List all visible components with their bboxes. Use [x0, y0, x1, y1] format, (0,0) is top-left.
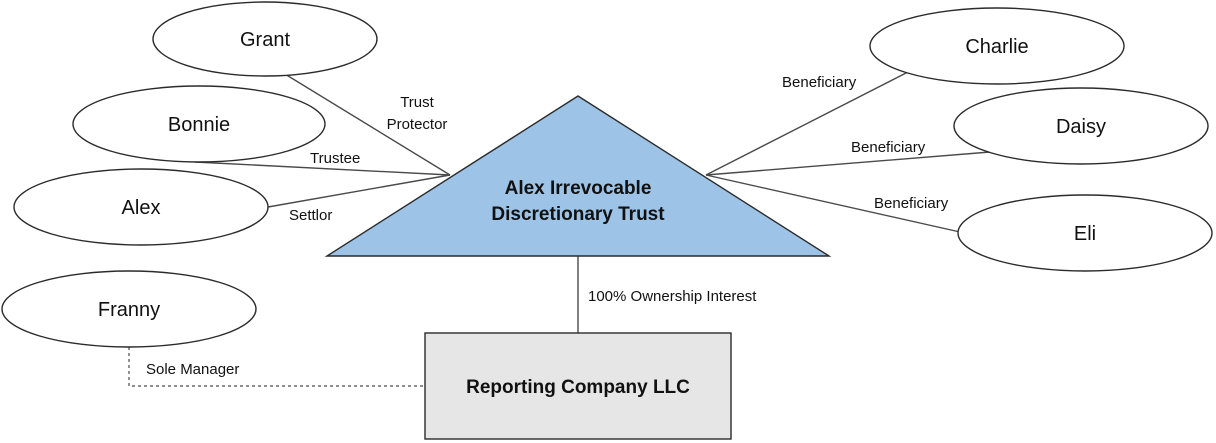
label-charlie: Charlie — [965, 36, 1028, 58]
label-daisy: Daisy — [1056, 116, 1106, 138]
relationship-label-bonnie: Trustee — [310, 150, 360, 167]
trust-label-line1: Alex Irrevocable — [505, 178, 652, 199]
company-rect — [424, 332, 732, 440]
person-eli: Eli — [957, 194, 1213, 272]
trust-triangle — [324, 95, 832, 257]
ellipse-franny — [1, 270, 257, 348]
person-alex: Alex — [13, 168, 269, 246]
ellipse-grant — [152, 1, 378, 77]
relationship-label-charlie: Beneficiary — [782, 74, 857, 91]
person-charlie: Charlie — [869, 7, 1125, 85]
company-label: Reporting Company LLC — [466, 377, 690, 398]
edge-bonnie-trust — [194, 161, 451, 176]
edge-franny-company — [128, 347, 425, 387]
ellipse-alex — [13, 168, 269, 246]
edge-eli-trust — [705, 174, 961, 233]
label-grant: Grant — [240, 29, 290, 51]
person-franny: Franny — [1, 270, 257, 348]
relationship-label-grant-line1: Trust — [400, 94, 434, 111]
trust-label-line2: Discretionary Trust — [491, 204, 665, 225]
ellipse-bonnie — [72, 85, 326, 163]
ellipse-daisy — [953, 87, 1209, 165]
person-grant: Grant — [152, 1, 378, 77]
edge-grant-trust — [279, 70, 451, 176]
person-bonnie: Bonnie — [72, 85, 326, 163]
edge-charlie-trust — [705, 71, 909, 176]
label-eli: Eli — [1074, 223, 1096, 245]
label-bonnie: Bonnie — [168, 114, 230, 136]
ellipse-eli — [957, 194, 1213, 272]
person-daisy: Daisy — [953, 87, 1209, 165]
company-node: Reporting Company LLC — [424, 332, 732, 440]
ellipse-charlie — [869, 7, 1125, 85]
relationship-label-alex: Settlor — [289, 207, 332, 224]
edge-alex-trust — [267, 174, 451, 208]
label-alex: Alex — [122, 197, 161, 219]
relationship-label-ownership: 100% Ownership Interest — [588, 288, 757, 305]
relationship-label-franny: Sole Manager — [146, 361, 239, 378]
trust-node: Alex Irrevocable Discretionary Trust — [324, 95, 832, 257]
label-franny: Franny — [98, 299, 160, 321]
edge-daisy-trust — [705, 151, 991, 176]
relationship-label-daisy: Beneficiary — [851, 139, 926, 156]
relationship-label-eli: Beneficiary — [874, 195, 949, 212]
relationship-label-grant-line2: Protector — [387, 116, 448, 133]
